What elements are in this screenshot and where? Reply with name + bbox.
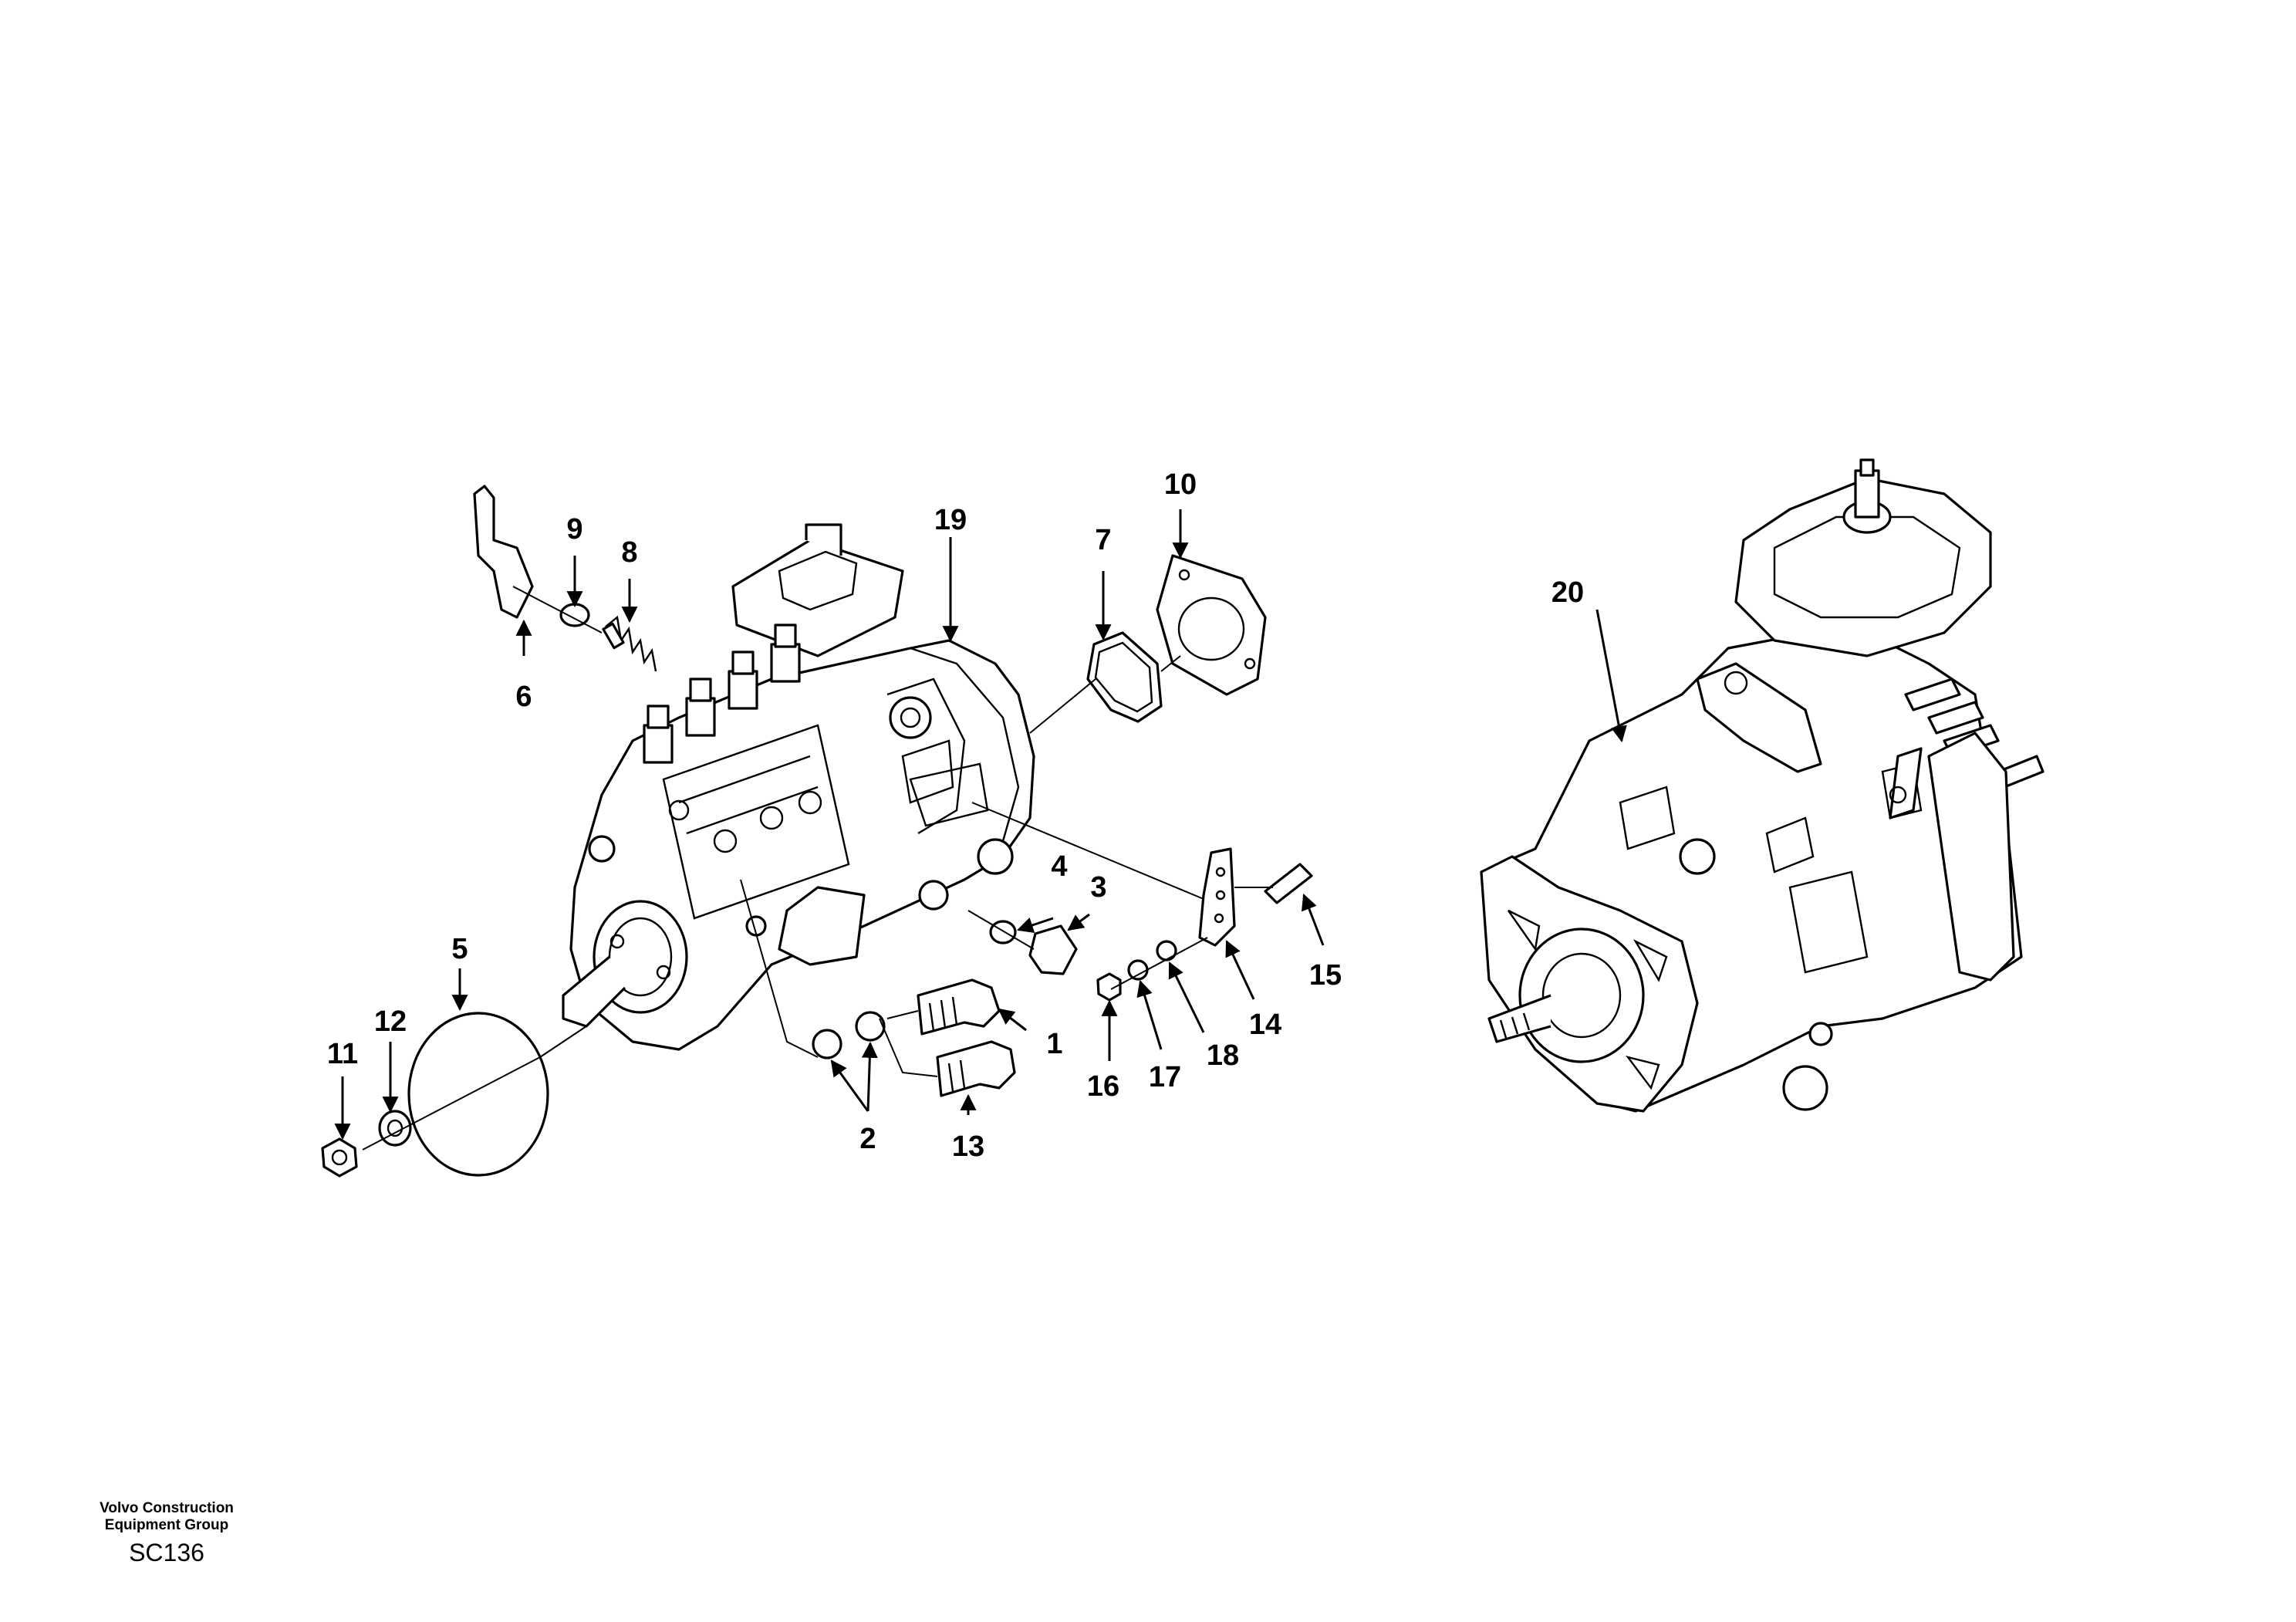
callout-13: 13 [952,1130,984,1163]
company-name: Volvo Construction Equipment Group [100,1500,234,1533]
footer-block: Volvo Construction Equipment Group SC136 [74,1500,259,1568]
part-2-washer-a [812,1029,842,1059]
callout-3: 3 [1090,871,1106,904]
injection-pump-assembled [1480,458,2044,1113]
callout-14: 14 [1249,1009,1281,1041]
callout-15: 15 [1309,959,1342,992]
part-7-gasket [1086,631,1163,723]
part-11-nut [321,1137,358,1178]
callout-17: 17 [1149,1061,1181,1093]
part-8-spring [602,615,657,672]
part-13-bolt [936,1040,1016,1097]
callout-18: 18 [1207,1039,1239,1072]
callout-11: 11 [327,1038,358,1070]
part-1-banjo-bolt [917,978,1001,1036]
part-9-cap [559,603,590,627]
callout-1: 1 [1046,1028,1062,1060]
callout-16: 16 [1087,1070,1119,1103]
callout-19: 19 [934,504,967,536]
callout-2: 2 [859,1123,876,1155]
drawing-code: SC136 [129,1539,204,1566]
part-16-nut [1096,972,1122,1002]
callout-8: 8 [621,536,637,569]
callout-4: 4 [1051,850,1067,883]
part-12-washer [378,1110,412,1147]
part-18-washer [1156,940,1177,961]
delivery-valves [643,623,801,764]
part-17-washer [1127,959,1149,981]
part-5-gasket [407,1012,549,1177]
callout-6: 6 [515,681,532,713]
callout-9: 9 [566,513,582,546]
part-3-plug [1028,924,1078,975]
callout-labels: 1 2 3 4 5 6 7 8 9 10 11 12 13 14 15 16 1… [327,468,1584,1163]
part-15-pin [1264,863,1313,904]
part-4-oring [989,920,1017,944]
assembly-lines [362,586,1273,1151]
callout-20: 20 [1551,576,1584,609]
part-10-cover [1156,554,1267,696]
stop-lever [473,485,534,619]
callout-arrows [334,509,1627,1140]
callout-10: 10 [1164,468,1197,501]
injection-pump-exploded [562,523,1035,1051]
part-2-washer-b [855,1011,886,1042]
callout-7: 7 [1095,524,1111,556]
callout-12: 12 [374,1005,407,1038]
callout-5: 5 [451,933,468,965]
